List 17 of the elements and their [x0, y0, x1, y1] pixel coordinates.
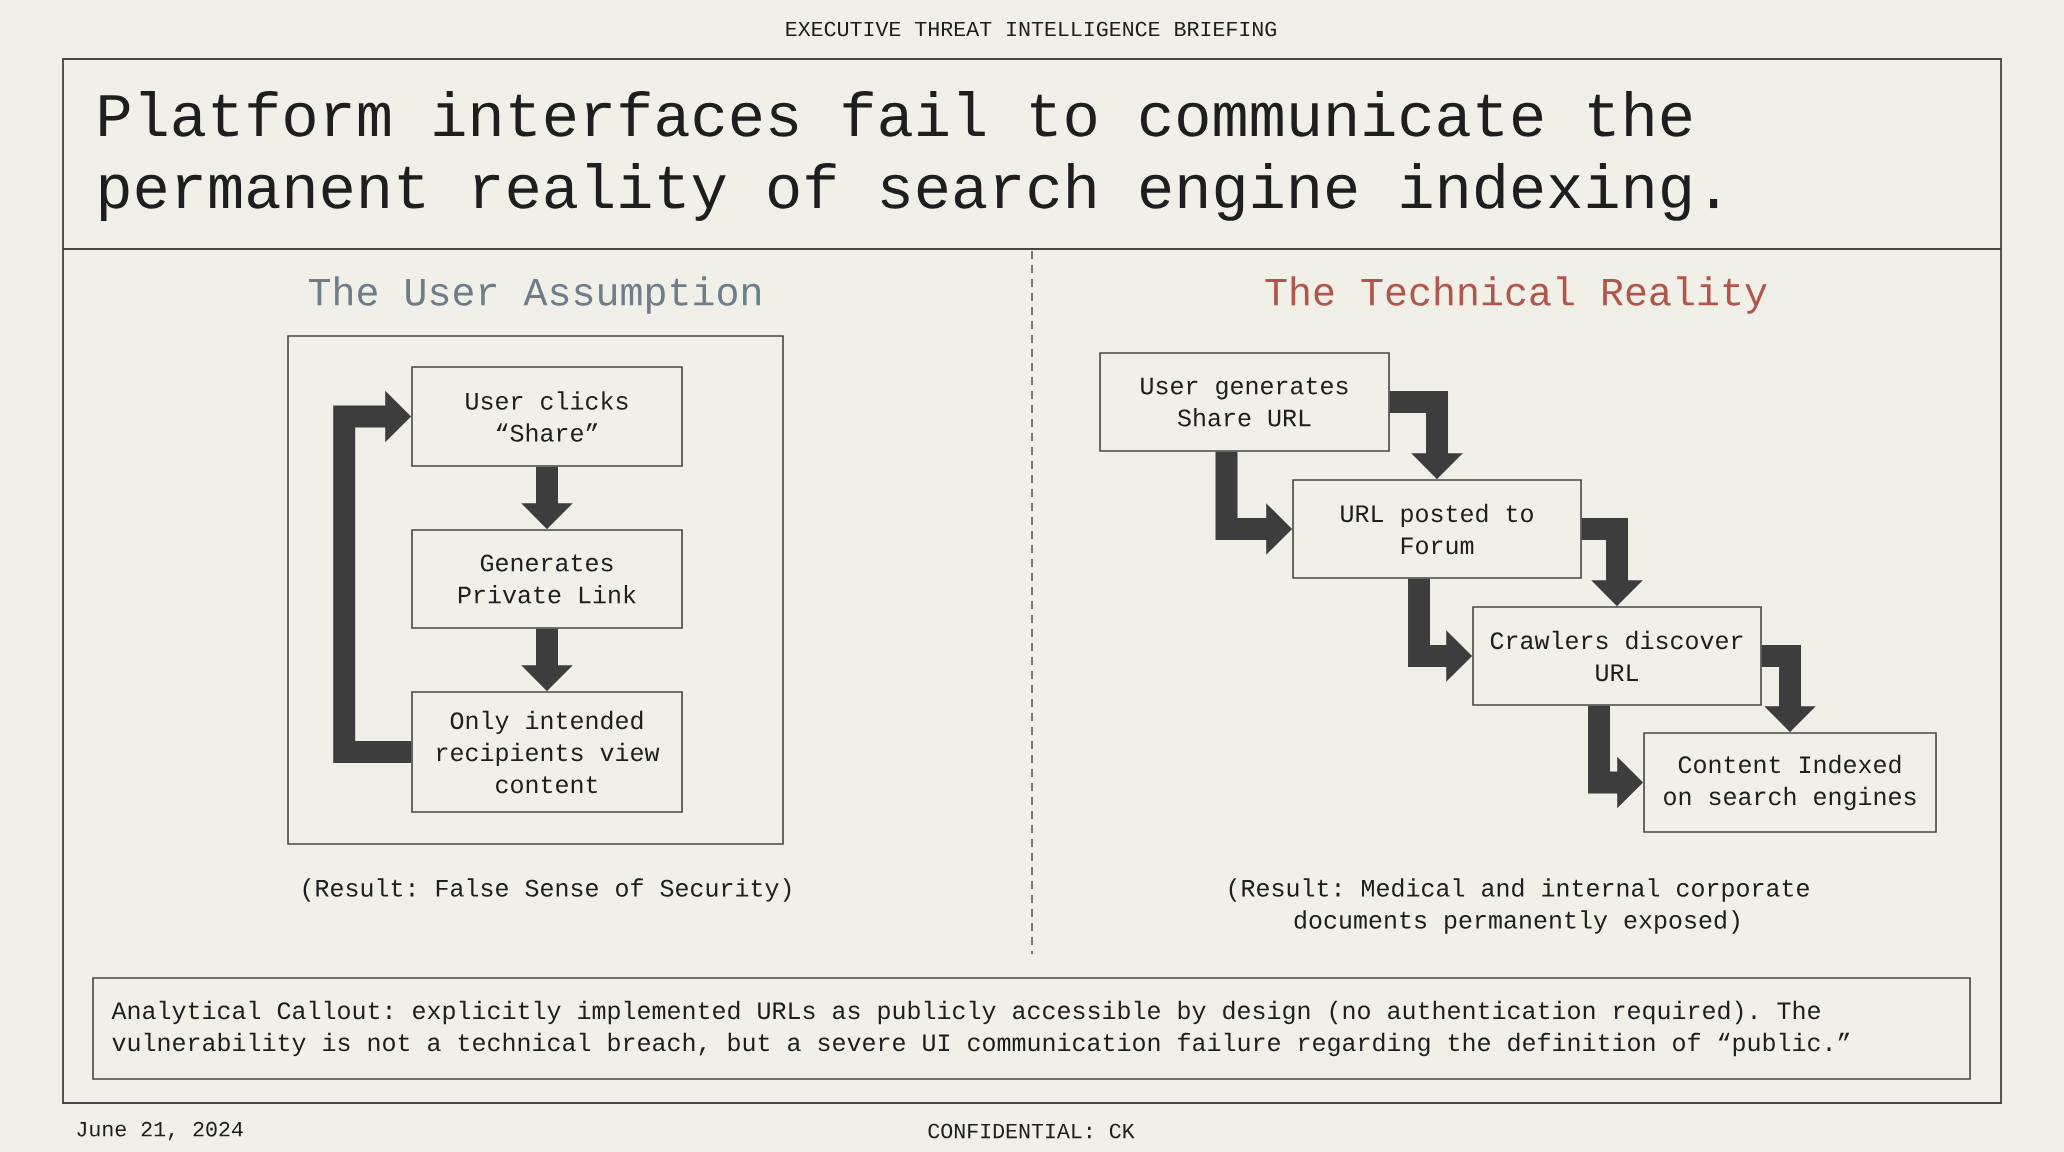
title-text: Platform interfaces fail to communicate the permanent reality of search engine indexing.	[100, 91, 1718, 221]
callout-box: Analytical Callout: explicitly implemented URLs as publicly accessible by design (no authentication required). The vulnerability is not a technical breach, but a severe UI communication failure regarding the definition of “public.”	[92, 977, 1971, 1080]
process-box: Content Indexed on search engines	[1643, 732, 1937, 833]
header-text: EXECUTIVE THREAT INTELLIGENCE BRIEFING	[786, 21, 1276, 37]
block-arrow	[333, 390, 412, 763]
result-caption: (Result: Medical and internal corporate documents permanently exposed)	[1229, 878, 1809, 934]
process-box: Generates Private Link	[411, 529, 683, 629]
process-box: User generates Share URL	[1099, 352, 1390, 452]
process-box: URL posted to Forum	[1292, 479, 1582, 579]
column-heading: The Technical Reality	[1265, 276, 1767, 314]
result-caption: (Result: False Sense of Security)	[303, 878, 791, 902]
date-text: June 21, 2024	[77, 1121, 243, 1141]
panel-heading: The User Assumption	[308, 276, 760, 314]
process-box: Crawlers discover URL	[1472, 606, 1762, 706]
process-box: User clicks “Share”	[411, 366, 683, 467]
process-box: Only intended recipients view content	[411, 691, 683, 813]
footer-text: CONFIDENTIAL: CK	[928, 1123, 1135, 1139]
